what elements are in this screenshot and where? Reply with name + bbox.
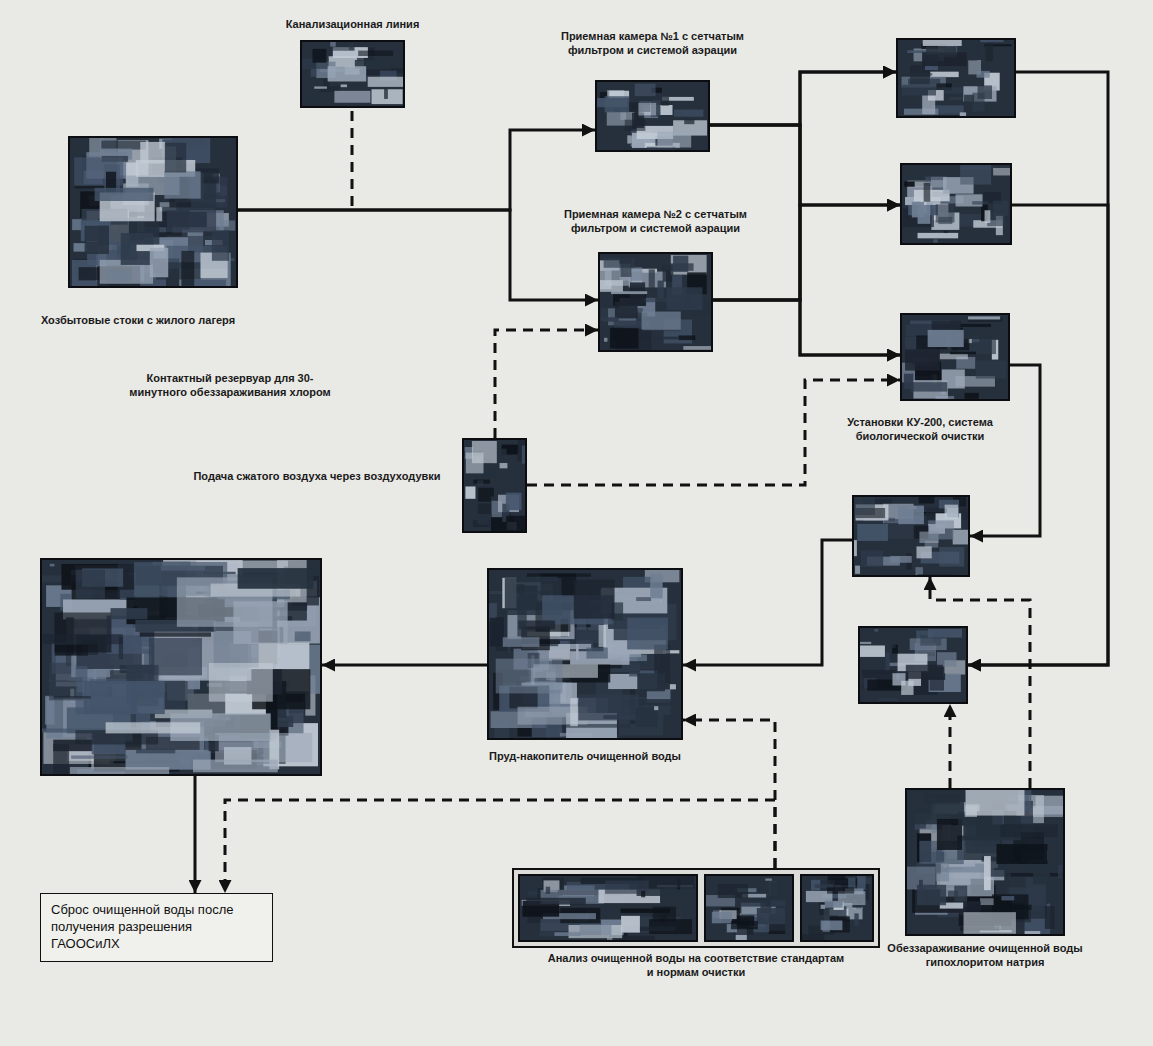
photo-node: Приемная камера №1 с сетчатым фильтром и… xyxy=(595,80,710,152)
air-supply-arrow xyxy=(495,330,598,438)
floating-label: Контактный резервуар для 30-минутного об… xyxy=(120,372,340,400)
photo-node: Хозбытовые стоки с жилого лагеря xyxy=(68,136,238,288)
site-photo xyxy=(462,438,527,533)
pipe-arrow xyxy=(968,72,1108,665)
pipe-arrow xyxy=(968,205,1108,665)
pipe-arrow xyxy=(710,125,900,355)
photo-caption: Хозбытовые стоки с жилого лагеря xyxy=(18,314,258,328)
site-photo xyxy=(900,313,1010,401)
photo-node xyxy=(858,626,968,704)
air-supply-arrow xyxy=(949,704,952,788)
photo-node: Подача сжатого воздуха через воздуходувк… xyxy=(462,438,527,533)
pipe-arrow xyxy=(683,540,852,665)
site-photo xyxy=(300,40,405,108)
site-photo xyxy=(900,163,1012,245)
pipe-arrow xyxy=(710,125,900,205)
process-box: Сброс очищенной воды после получения раз… xyxy=(40,893,273,962)
photo-node: Пруд-накопитель очищенной воды xyxy=(487,568,683,740)
photo-caption: Канализационная линия xyxy=(250,18,455,32)
pipe-arrow xyxy=(710,72,896,125)
photo-node: Приемная камера №2 с сетчатым фильтром и… xyxy=(598,252,713,352)
photo-caption: Приемная камера №2 с сетчатым фильтром и… xyxy=(553,208,758,236)
photo-caption: Подача сжатого воздуха через воздуходувк… xyxy=(182,470,452,484)
site-photo xyxy=(40,558,322,776)
pipe-arrow xyxy=(713,300,900,355)
lab-photos xyxy=(512,868,880,948)
pipe-arrow xyxy=(322,664,487,667)
photo-node: Установки КУ-200, система биологической … xyxy=(900,313,1010,401)
site-photo xyxy=(68,136,238,288)
site-photo xyxy=(858,626,968,704)
site-photo xyxy=(852,495,970,577)
photo-caption: Приемная камера №1 с сетчатым фильтром и… xyxy=(550,30,755,58)
photo-node: Канализационная линия xyxy=(300,40,405,108)
site-photo xyxy=(896,38,1016,118)
pipe-arrow xyxy=(194,776,197,893)
air-supply-arrow xyxy=(683,720,775,868)
air-supply-arrow xyxy=(225,800,775,893)
photo-node xyxy=(900,163,1012,245)
photo-node: Обеззараживание очищенной воды гипохлори… xyxy=(905,788,1065,936)
photo-caption: Пруд-накопитель очищенной воды xyxy=(435,750,735,764)
sewer-leader-line xyxy=(351,111,354,206)
photo-group: Анализ очищенной воды на соответствие ст… xyxy=(512,868,880,948)
pipe-arrow xyxy=(713,72,896,300)
photo-node xyxy=(852,495,970,577)
site-photo xyxy=(595,80,710,152)
photo-caption: Анализ очищенной воды на соответствие ст… xyxy=(546,952,846,980)
site-photo xyxy=(598,252,713,352)
photo-caption: Установки КУ-200, система биологической … xyxy=(825,416,1015,444)
pipe-arrow xyxy=(238,130,595,210)
box-text: Сброс очищенной воды после получения раз… xyxy=(51,902,262,953)
air-supply-arrow xyxy=(527,380,900,485)
site-photo xyxy=(905,788,1065,936)
pipe-arrow xyxy=(238,210,598,300)
photo-caption: Обеззараживание очищенной воды гипохлори… xyxy=(880,942,1090,970)
photo-node xyxy=(40,558,322,776)
photo-node xyxy=(896,38,1016,118)
site-photo xyxy=(487,568,683,740)
